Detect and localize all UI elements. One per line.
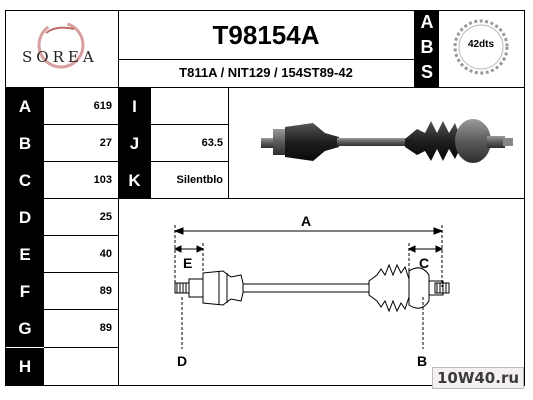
spec-value-k: Silentblo (176, 174, 223, 186)
dimension-label-b: B (417, 353, 428, 369)
spec-letter-f: F (6, 273, 44, 310)
abs-ring: 42dts (450, 16, 512, 78)
dimension-label-d: D (177, 353, 188, 369)
row-divider (44, 309, 118, 310)
row-divider (44, 198, 118, 199)
dimension-label-a: A (301, 213, 312, 229)
cross-references: T811A / NIT129 / 154ST89-42 (179, 65, 353, 80)
abs-letter-b: B (420, 37, 434, 57)
spec-value-j: 63.5 (201, 137, 223, 149)
spec-letter-h: H (6, 348, 44, 385)
abs-ring-icon (453, 19, 509, 75)
photo-divider (228, 88, 229, 199)
spec-letter-c: C (6, 162, 44, 199)
spec-letter-i: I (118, 88, 151, 125)
abs-letter-s: S (420, 62, 433, 82)
spec-letter-k: K (118, 162, 151, 199)
spec-value-c: 103 (93, 174, 112, 186)
spec-value-b: 27 (99, 137, 112, 149)
header-divider (5, 87, 525, 88)
spec-letter-b: B (6, 125, 44, 162)
spec-value-i (151, 88, 223, 125)
row-divider (44, 161, 118, 162)
abs-divider-left (414, 10, 415, 88)
drive-shaft-drawing-icon (173, 225, 450, 349)
spec-letter-a: A (6, 88, 44, 125)
spec-letter-j: J (118, 125, 151, 162)
diagram-divider (118, 198, 525, 199)
spec-value-h (44, 348, 112, 385)
spec-value-e: 40 (99, 248, 112, 260)
spec-letter-e: E (6, 236, 44, 273)
row-divider (44, 347, 118, 348)
reference-divider (118, 59, 414, 60)
spec-value-d: 25 (99, 211, 112, 223)
abs-teeth-count: 42dts (467, 39, 495, 50)
site-watermark: 10W40.ru (432, 367, 524, 389)
product-photo (229, 89, 524, 198)
spec-value-f: 89 (99, 285, 112, 297)
row-divider (44, 235, 118, 236)
logo-ring-icon (37, 21, 85, 69)
row-divider (44, 272, 118, 273)
logo-text: SOREA (22, 48, 98, 66)
abs-letter-a: A (420, 12, 434, 32)
spec-letter-g: G (6, 310, 44, 347)
dimension-label-e: E (183, 255, 193, 271)
row-divider (151, 124, 228, 125)
dimension-diagram: A E C D B (119, 199, 524, 385)
spec-letter-d: D (6, 199, 44, 236)
spec-value-a: 619 (93, 100, 112, 112)
dimension-label-c: C (419, 255, 430, 271)
abs-bar (415, 11, 439, 87)
drive-shaft-photo-icon (261, 119, 513, 163)
brand-logo: SOREA (6, 11, 118, 87)
row-divider (44, 124, 118, 125)
part-reference: T98154A (212, 20, 320, 50)
spec-value-g: 89 (99, 322, 112, 334)
row-divider (151, 161, 228, 162)
